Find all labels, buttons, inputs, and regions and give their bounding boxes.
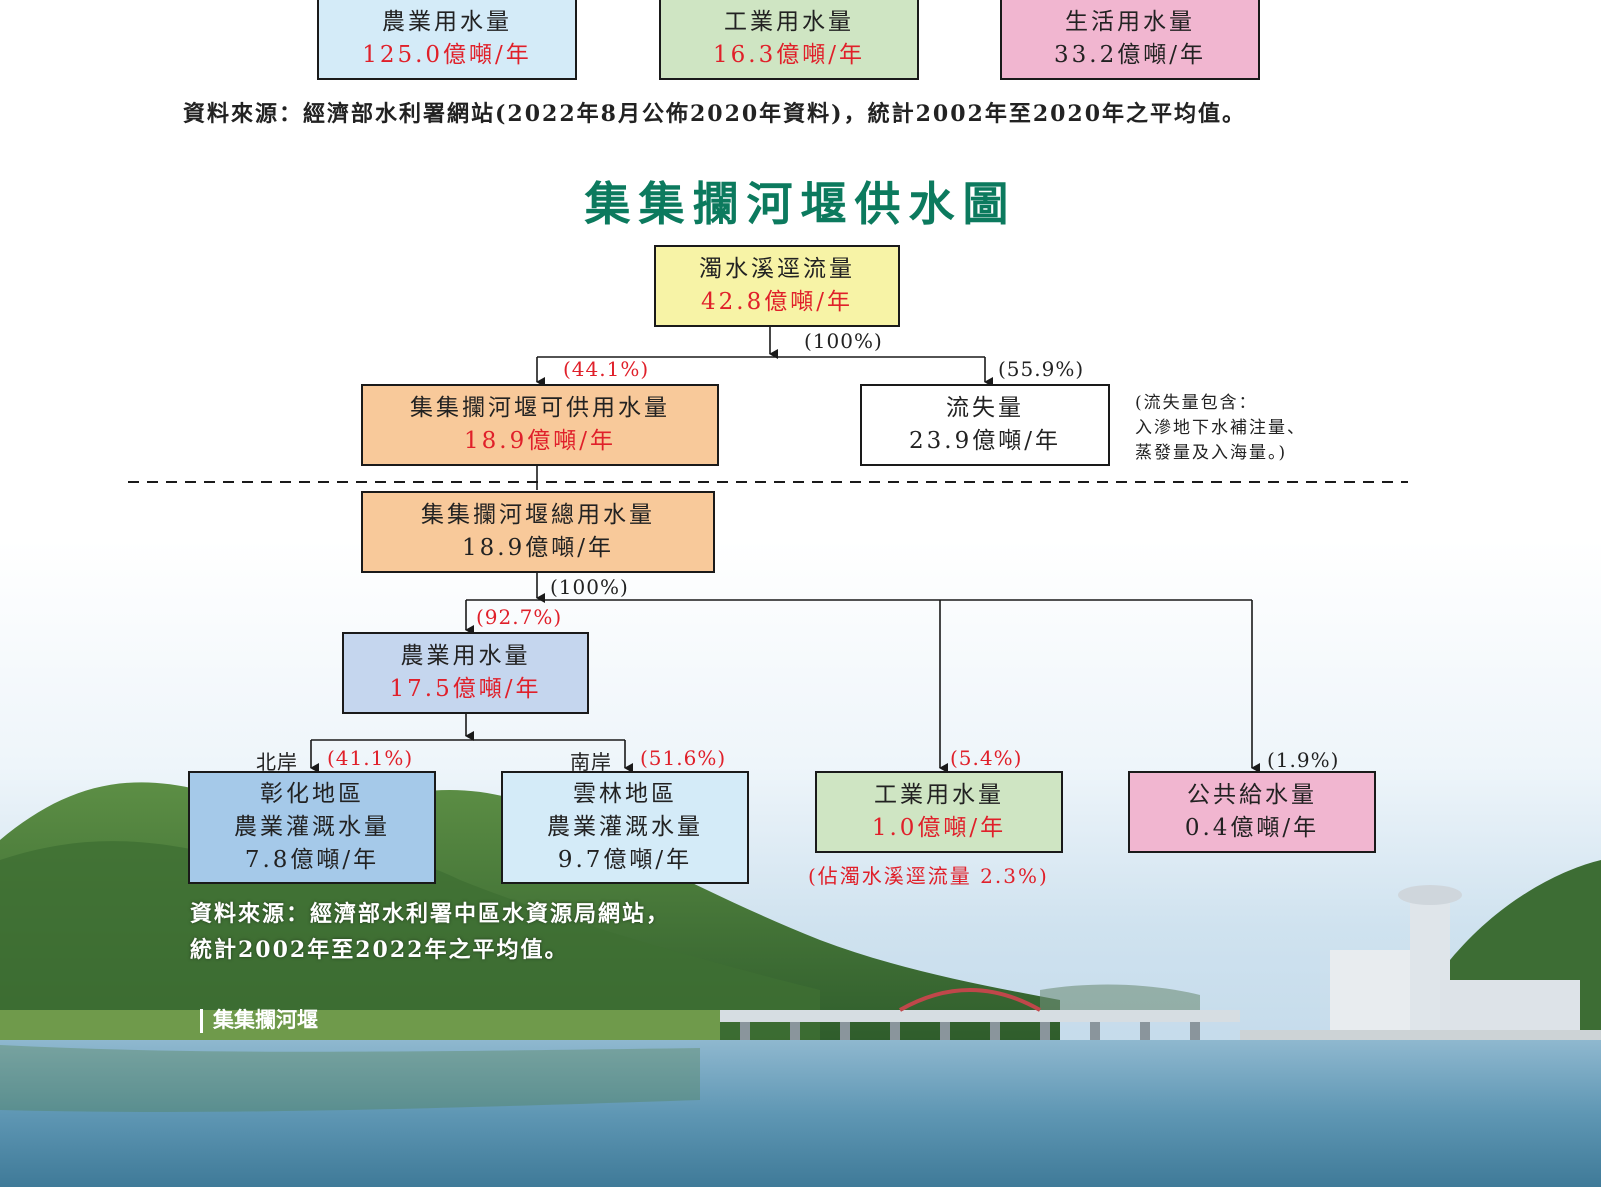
public-value: 0.4億噸/年 [1184, 815, 1320, 841]
changhua-line1: 彰化地區 [260, 781, 364, 807]
runoff-label: 濁水溪逕流量 [699, 256, 855, 282]
yunlin-pct: (51.6%) [640, 746, 727, 770]
loss-note-line: 入滲地下水補注量、 [1135, 418, 1306, 438]
public-pct: (1.9%) [1267, 748, 1340, 772]
public-box: 公共給水量 0.4億噸/年 [1128, 771, 1376, 853]
public-label: 公共給水量 [1187, 782, 1317, 808]
yunlin-side: 南岸 [570, 750, 612, 774]
top-source-note: 資料來源：經濟部水利署網站(2022年8月公佈2020年資料)，統計2002年至… [183, 101, 1247, 127]
top-agriculture-box: 農業用水量 125.0億噸/年 [317, 0, 577, 80]
bottom-source-line: 資料來源：經濟部水利署中區水資源局網站， [190, 901, 671, 927]
yunlin-box: 雲林地區 農業灌溉水量 9.7億噸/年 [501, 771, 749, 884]
loss-pct: (55.9%) [998, 357, 1085, 381]
industry-value: 1.0億噸/年 [871, 815, 1007, 841]
runoff-value: 42.8億噸/年 [701, 289, 853, 315]
loss-note-line: 蒸發量及入海量。) [1135, 443, 1288, 463]
changhua-side: 北岸 [256, 750, 298, 774]
agri-box: 農業用水量 17.5億噸/年 [342, 632, 589, 714]
total-box: 集集攔河堰總用水量 18.9億噸/年 [361, 491, 715, 573]
available-value: 18.9億噸/年 [464, 428, 616, 454]
bottom-source-note: 資料來源：經濟部水利署中區水資源局網站， 統計2002年至2022年之平均值。 [190, 896, 670, 968]
changhua-pct: (41.1%) [327, 746, 414, 770]
industry-box: 工業用水量 1.0億噸/年 [815, 771, 1063, 853]
top-industry-box: 工業用水量 16.3億噸/年 [659, 0, 919, 80]
agri-value: 17.5億噸/年 [389, 676, 542, 702]
agri-pct: (92.7%) [476, 605, 563, 629]
loss-value: 23.9億噸/年 [909, 428, 1061, 454]
industry-note: (佔濁水溪逕流量 2.3%) [808, 864, 1049, 888]
top-industry-value: 16.3億噸/年 [713, 42, 865, 68]
industry-pct: (5.4%) [950, 746, 1023, 770]
top-agriculture-value: 125.0億噸/年 [362, 42, 532, 68]
available-pct: (44.1%) [563, 357, 650, 381]
total-label: 集集攔河堰總用水量 [421, 502, 655, 528]
diagram-title: 集集攔河堰供水圖 [584, 177, 1017, 231]
top-domestic-value: 33.2億噸/年 [1054, 42, 1206, 68]
yunlin-value: 9.7億噸/年 [557, 847, 693, 873]
available-box: 集集攔河堰可供用水量 18.9億噸/年 [361, 384, 719, 466]
top-domestic-box: 生活用水量 33.2億噸/年 [1000, 0, 1260, 80]
bottom-source-line: 統計2002年至2022年之平均值。 [190, 937, 569, 963]
reservoir-photo [0, 540, 1601, 1187]
industry-label: 工業用水量 [874, 782, 1004, 808]
changhua-line2: 農業灌溉水量 [234, 814, 390, 840]
loss-box: 流失量 23.9億噸/年 [860, 384, 1110, 466]
changhua-box: 彰化地區 農業灌溉水量 7.8億噸/年 [188, 771, 436, 884]
loss-note: (流失量包含： 入滲地下水補注量、 蒸發量及入海量。) [1135, 391, 1306, 466]
total-pct: (100%) [550, 575, 629, 599]
yunlin-line1: 雲林地區 [573, 781, 677, 807]
yunlin-line2: 農業灌溉水量 [547, 814, 703, 840]
loss-label: 流失量 [946, 395, 1024, 421]
top-agriculture-label: 農業用水量 [382, 9, 512, 35]
available-label: 集集攔河堰可供用水量 [410, 395, 670, 421]
total-value: 18.9億噸/年 [462, 535, 614, 561]
caption-bar [200, 1009, 203, 1033]
top-industry-label: 工業用水量 [724, 9, 854, 35]
top-domestic-label: 生活用水量 [1065, 9, 1195, 35]
loss-note-line: (流失量包含： [1135, 393, 1258, 413]
photo-caption: 集集攔河堰 [200, 1004, 318, 1034]
photo-caption-text: 集集攔河堰 [213, 1008, 318, 1032]
runoff-box: 濁水溪逕流量 42.8億噸/年 [654, 245, 900, 327]
agri-label: 農業用水量 [400, 643, 531, 669]
runoff-pct: (100%) [804, 329, 883, 353]
changhua-value: 7.8億噸/年 [244, 847, 380, 873]
